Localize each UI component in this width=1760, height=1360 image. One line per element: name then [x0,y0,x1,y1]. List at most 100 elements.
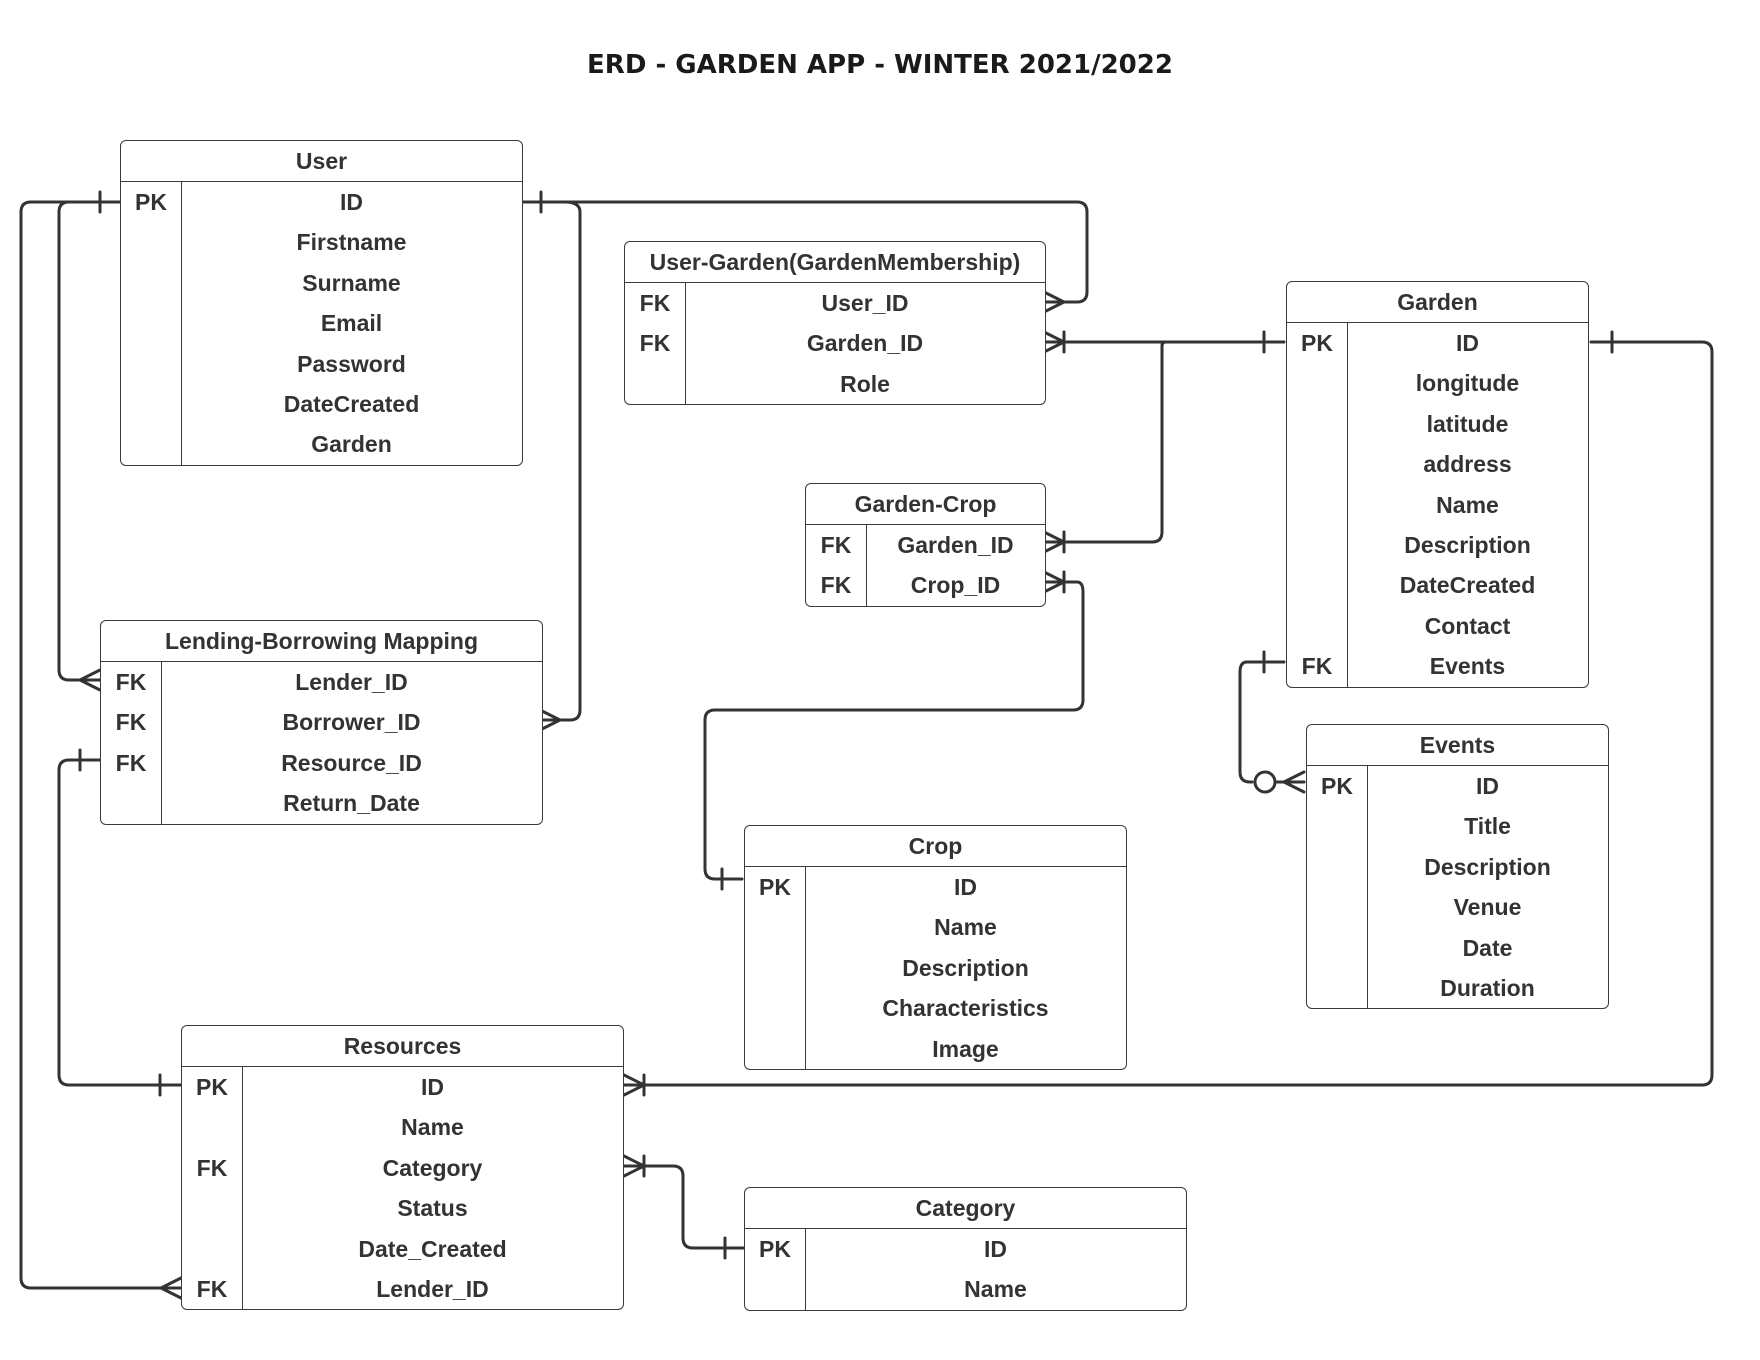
key-label [745,1269,805,1309]
key-label [1287,404,1347,444]
key-label [1307,847,1367,887]
key-label: PK [135,189,167,215]
entity-row: longitude [1287,363,1588,403]
entity-row: Description [1307,847,1608,887]
entity-row: Date [1307,928,1608,968]
entity-row: DateCreated [1287,565,1588,605]
field-label: Role [840,370,890,397]
field-label: Venue [1453,894,1522,921]
mark-many-membership-garden [1042,330,1066,354]
entity-lending-borrowing: Lending-Borrowing Mapping FK Lender_ID FK… [100,620,543,825]
mark-many-events [1274,770,1306,794]
rel-category-resources [622,1164,747,1250]
field-label: Duration [1440,974,1535,1001]
mark-many-resources-category [622,1154,646,1178]
key-label [121,344,181,384]
mark-many-membership-user [1042,290,1066,314]
key-label [745,907,805,947]
mark-zero-events [1253,770,1277,794]
field-label: Borrower_ID [282,709,421,736]
key-label [121,384,181,424]
entity-row: FK Borrower_ID [101,702,542,742]
key-label: PK [196,1074,228,1100]
rel-crop-gardencrop [703,580,1085,881]
key-label [121,424,181,464]
key-label: FK [820,532,852,558]
field-label: ID [421,1074,444,1100]
rel-lending-resources [57,758,183,1087]
field-label: Lender_ID [295,669,408,695]
field-label: ID [340,189,363,215]
entity-row: Name [182,1107,623,1147]
key-label [182,1107,242,1147]
entity-title: Resources [182,1026,623,1067]
entity-title: User [121,141,522,182]
entity-row: Role [625,364,1045,404]
key-label [182,1188,242,1228]
mark-many-resources-lender [159,1276,183,1300]
key-label [121,263,181,303]
entity-title: User-Garden(GardenMembership) [625,242,1045,283]
field-label: Description [1404,531,1531,558]
field-label: Description [902,954,1029,981]
entity-row: address [1287,444,1588,484]
entity-title: Events [1307,725,1608,766]
key-label [745,948,805,988]
key-label [101,783,161,823]
mark-many-resources-garden [622,1073,646,1097]
field-label: Name [964,1276,1027,1303]
field-label: latitude [1426,410,1509,437]
key-label: FK [115,709,147,736]
rel-user-resources-lender [19,200,183,1290]
entity-row: Return_Date [101,783,542,823]
entity-row: DateCreated [121,384,522,424]
rel-user-lender [57,200,122,682]
key-label: FK [639,330,671,357]
entity-row: Name [745,907,1126,947]
field-label: Date_Created [358,1235,507,1262]
entity-row: Name [1287,485,1588,525]
entity-title: Lending-Borrowing Mapping [101,621,542,662]
rel-user-borrower [538,200,582,722]
entity-row: Characteristics [745,988,1126,1028]
field-label: Name [934,914,997,941]
entity-row: Name [745,1269,1186,1309]
field-label: Name [401,1114,464,1141]
entity-row: Duration [1307,968,1608,1008]
entity-title: Crop [745,826,1126,867]
key-label [1287,525,1347,565]
entity-row: Venue [1307,887,1608,927]
entity-row: Surname [121,263,522,303]
field-label: DateCreated [1399,572,1536,599]
key-label [1307,928,1367,968]
field-label: Surname [302,269,401,296]
key-label [1287,444,1347,484]
field-label: Events [1429,653,1506,680]
entity-row: Password [121,344,522,384]
diagram-title: ERD - GARDEN APP - WINTER 2021/2022 [587,50,1173,80]
field-label: Characteristics [882,995,1049,1022]
mark-many-borrower [538,708,562,732]
key-label [121,222,181,262]
field-label: Title [1464,813,1511,840]
field-label: User_ID [821,290,909,316]
rel-user-membership [520,200,1089,304]
